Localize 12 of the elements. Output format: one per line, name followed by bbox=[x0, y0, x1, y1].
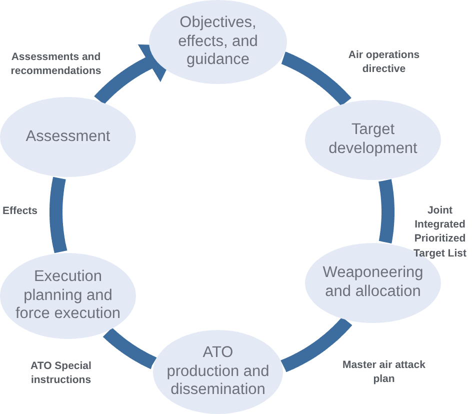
edge-label: Assessments and recommendations bbox=[10, 50, 102, 78]
node-text: Objectives, effects, and guidance bbox=[177, 14, 259, 70]
edge-label: Effects bbox=[1, 204, 38, 218]
node-text: Weaponeering and allocation bbox=[322, 264, 424, 302]
edge-label: Master air attack plan bbox=[342, 358, 426, 386]
node-text: Assessment bbox=[26, 128, 110, 146]
edge-label: Joint Integrated Prioritized Target List bbox=[412, 204, 468, 260]
edge-label: ATO Special instructions bbox=[30, 358, 92, 388]
edge-label: Air operations directive bbox=[347, 48, 421, 76]
node-text: ATO production and dissemination bbox=[166, 344, 270, 400]
node-text: Target development bbox=[328, 121, 418, 159]
node-text: Execution planning and force execution bbox=[14, 268, 122, 324]
